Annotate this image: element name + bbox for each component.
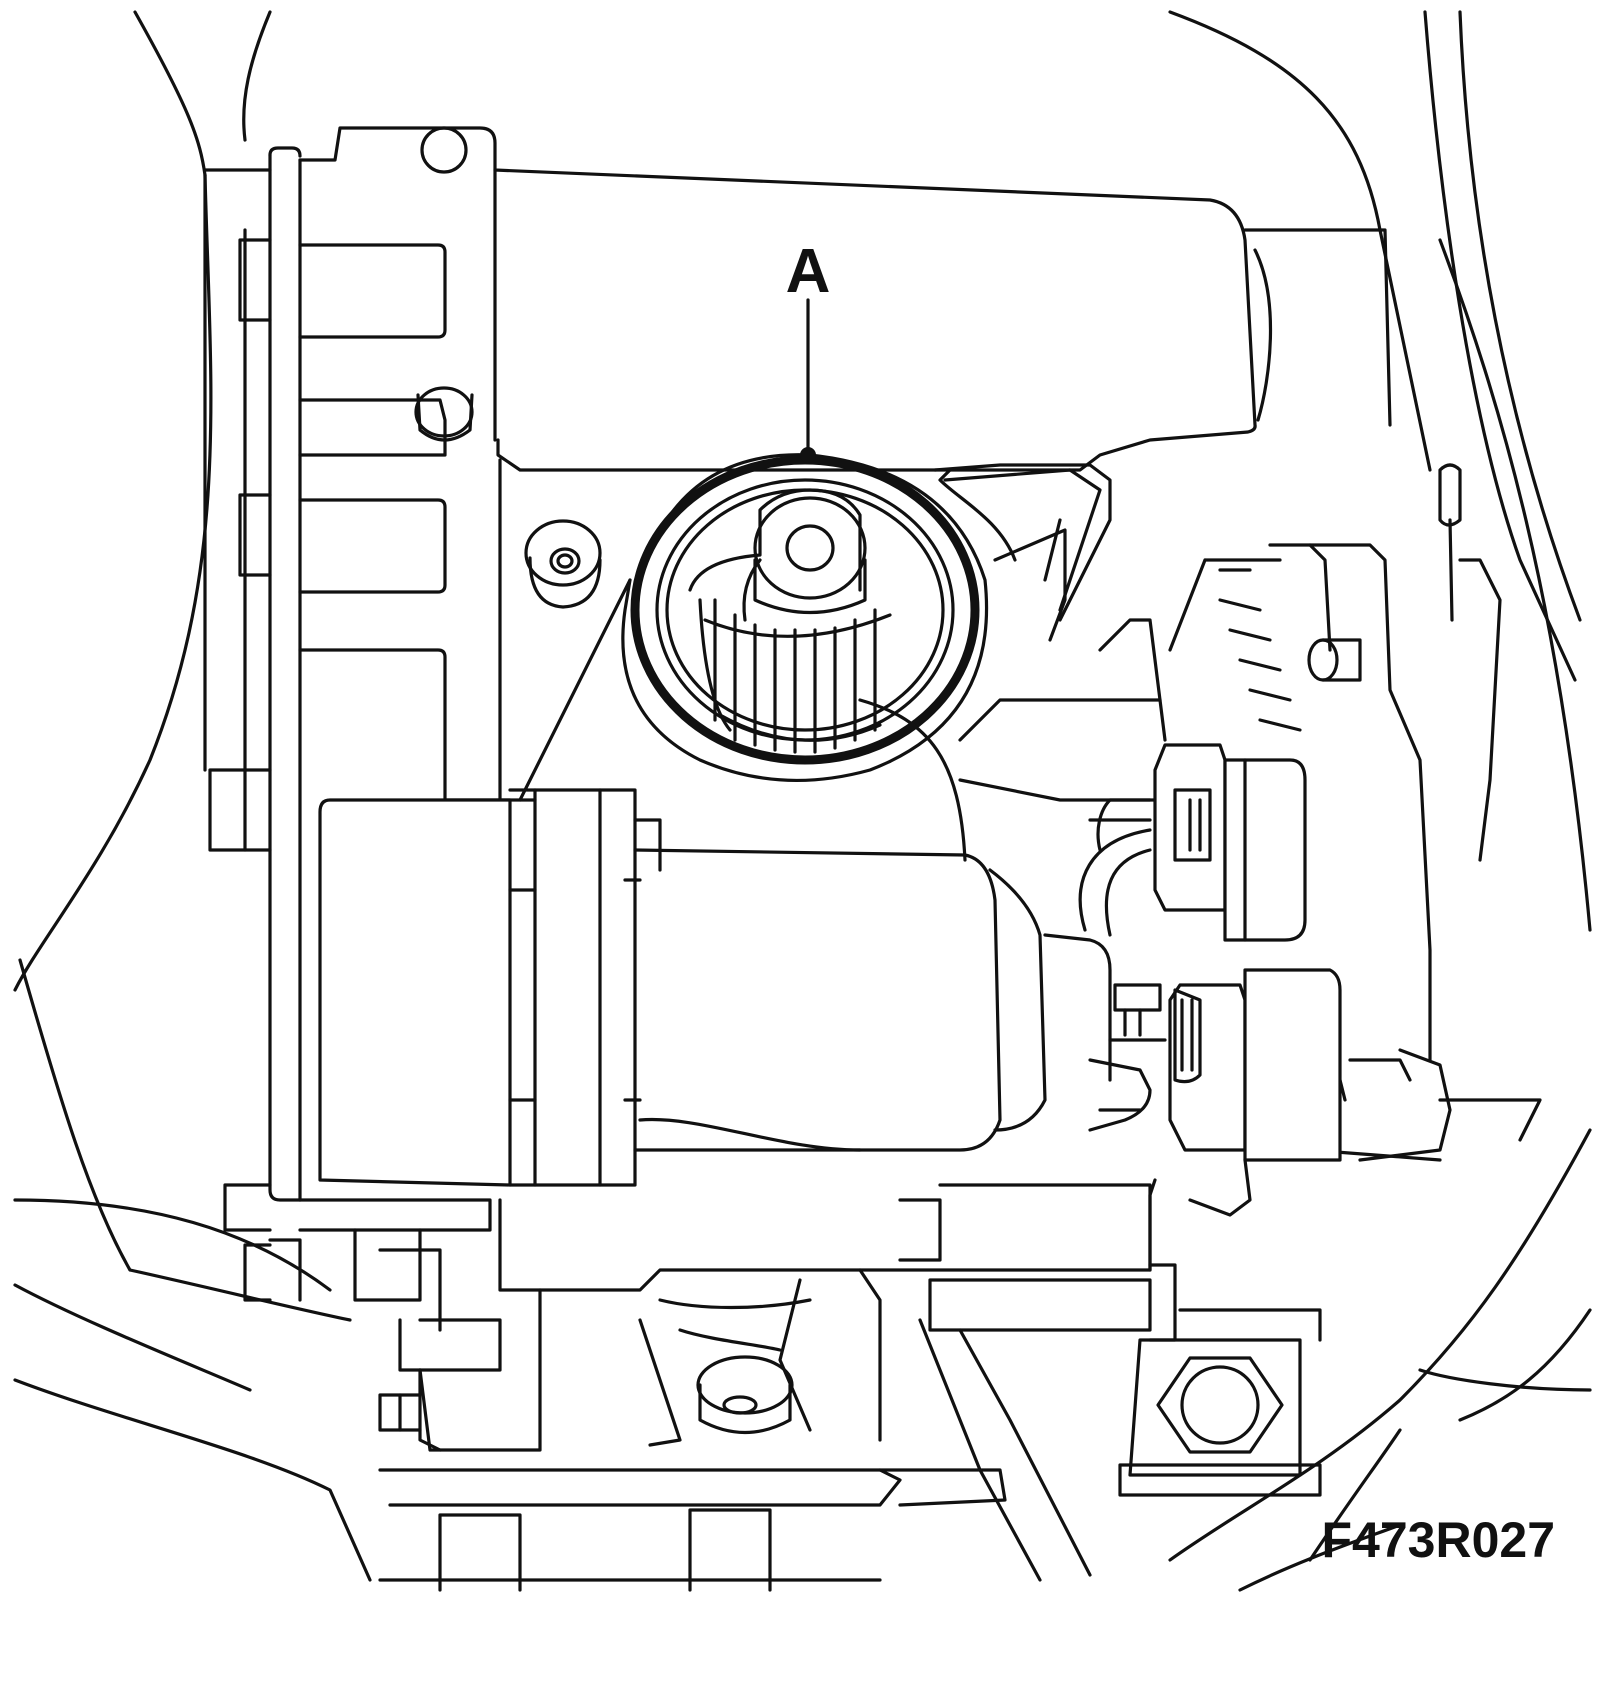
figure-code-label: F473R027 [1322,1512,1556,1568]
lower-mounts [268,1178,1322,1592]
callout-dot [800,447,816,463]
body-panel-contours [13,10,1592,1592]
electrical-connector [1078,743,1342,1217]
callout-label-a: A [786,237,831,306]
output-seal-assembly [621,453,989,783]
transfer-case-housing [203,126,1392,1302]
callout-a: A [786,237,831,463]
actuator-motor [318,458,1182,1187]
right-bracket [933,463,1542,1162]
bolt-bosses [414,126,602,609]
